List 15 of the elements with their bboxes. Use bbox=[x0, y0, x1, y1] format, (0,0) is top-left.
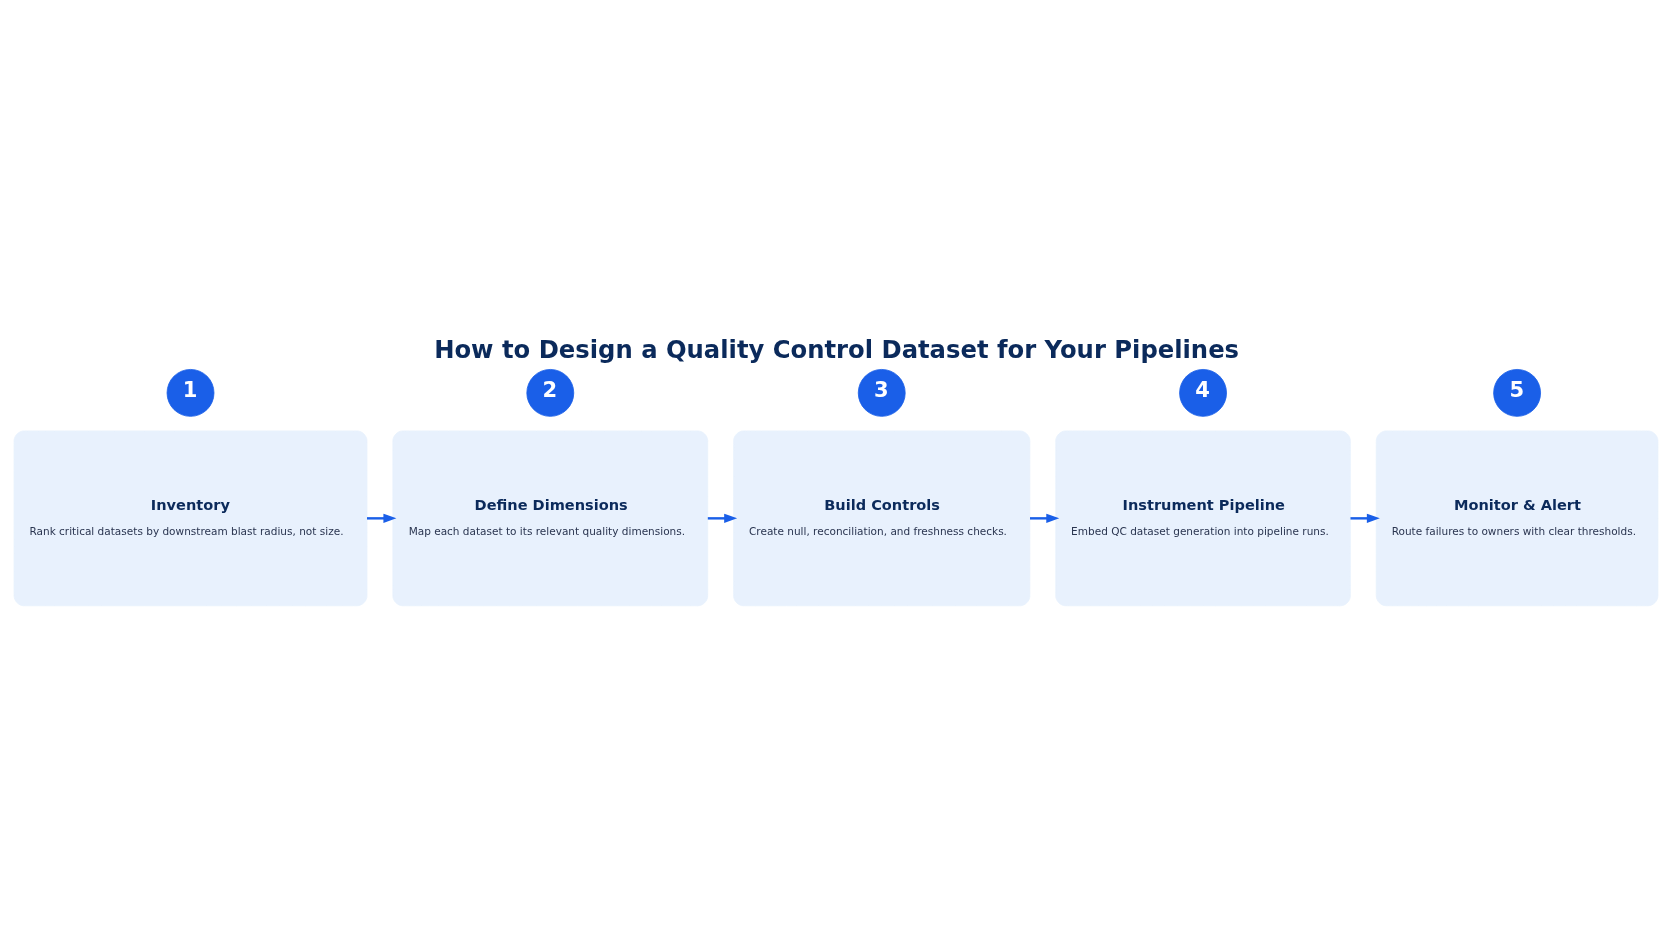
node-box: Inventory Rank critical datasets by downstream blast radius, not size. bbox=[13, 430, 368, 606]
node-circle: 2 bbox=[526, 368, 575, 417]
diagram-title: How to Design a Quality Control Dataset for Your Pipelines bbox=[434, 334, 1240, 364]
arrow bbox=[1350, 513, 1380, 523]
arrow bbox=[367, 513, 397, 523]
node-box: Monitor & Alert Route failures to owners with clear thresholds. bbox=[1375, 430, 1659, 606]
node-box: Instrument Pipeline Embed QC dataset generation into pipeline runs. bbox=[1055, 430, 1351, 606]
node-circle: 1 bbox=[166, 368, 215, 417]
node-box: Define Dimensions Map each dataset to its relevant quality dimensions. bbox=[392, 430, 709, 606]
node-circle: 4 bbox=[1179, 368, 1227, 417]
arrow bbox=[707, 513, 738, 523]
arrow bbox=[1030, 513, 1060, 523]
node-circle: 3 bbox=[857, 368, 906, 417]
node-box: Build Controls Create null, reconciliation, and freshness checks. bbox=[733, 430, 1031, 606]
node-circle: 5 bbox=[1493, 368, 1541, 417]
